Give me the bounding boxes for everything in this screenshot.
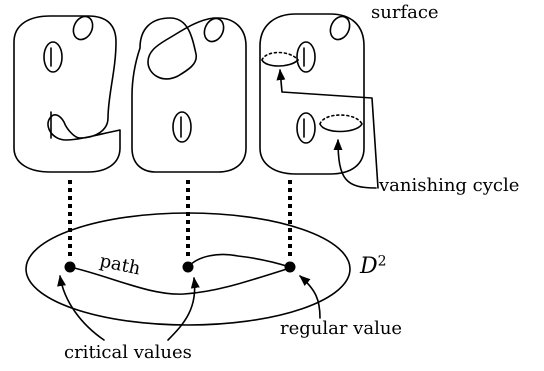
surface-label: surface bbox=[371, 2, 439, 23]
arrow-vanishing-cycle-upper bbox=[276, 68, 379, 189]
disk-symbol: D bbox=[360, 254, 378, 279]
surface-middle bbox=[131, 17, 247, 173]
surface-middle-handle-1 bbox=[203, 17, 225, 43]
fiber-lines bbox=[68, 180, 292, 258]
disk-label: D2 bbox=[360, 253, 387, 279]
vanishing-cycle-label: vanishing cycle bbox=[379, 175, 520, 196]
surface-middle-handle-2 bbox=[172, 111, 192, 143]
path-curve bbox=[69, 266, 291, 295]
surface-left-handle-2 bbox=[72, 15, 94, 41]
regular-point bbox=[284, 261, 296, 273]
surface-left-handle-1 bbox=[43, 41, 63, 73]
base-disk bbox=[25, 212, 351, 326]
surface-left bbox=[13, 15, 121, 173]
arrow-regular-value bbox=[299, 275, 321, 319]
regular-value-label: regular value bbox=[280, 318, 403, 339]
surface-right-handle-2 bbox=[296, 41, 316, 73]
vanishing-cycle-lower-back bbox=[319, 114, 363, 125]
critical-point-middle bbox=[182, 261, 194, 273]
surface-right-outline bbox=[259, 13, 365, 175]
vanishing-cycle-upper-back bbox=[261, 51, 299, 61]
critical-point-left bbox=[64, 261, 76, 273]
vanishing-cycle-lower-front bbox=[319, 123, 363, 133]
surface-middle-outline bbox=[131, 17, 247, 173]
surface-left-outline bbox=[13, 15, 121, 173]
arrow-critical-middle bbox=[167, 276, 200, 341]
surface-right-handle-1 bbox=[329, 15, 351, 41]
critical-values-label: critical values bbox=[64, 342, 192, 363]
vanishing-cycle-upper-front bbox=[261, 59, 299, 67]
arrow-vanishing-cycle-lower bbox=[333, 138, 377, 189]
surface-right-handle-3 bbox=[296, 112, 316, 144]
arrow-critical-left bbox=[57, 274, 105, 341]
disk-exponent: 2 bbox=[377, 253, 387, 270]
path-curve-upper bbox=[187, 253, 291, 268]
surface-right bbox=[259, 13, 365, 175]
